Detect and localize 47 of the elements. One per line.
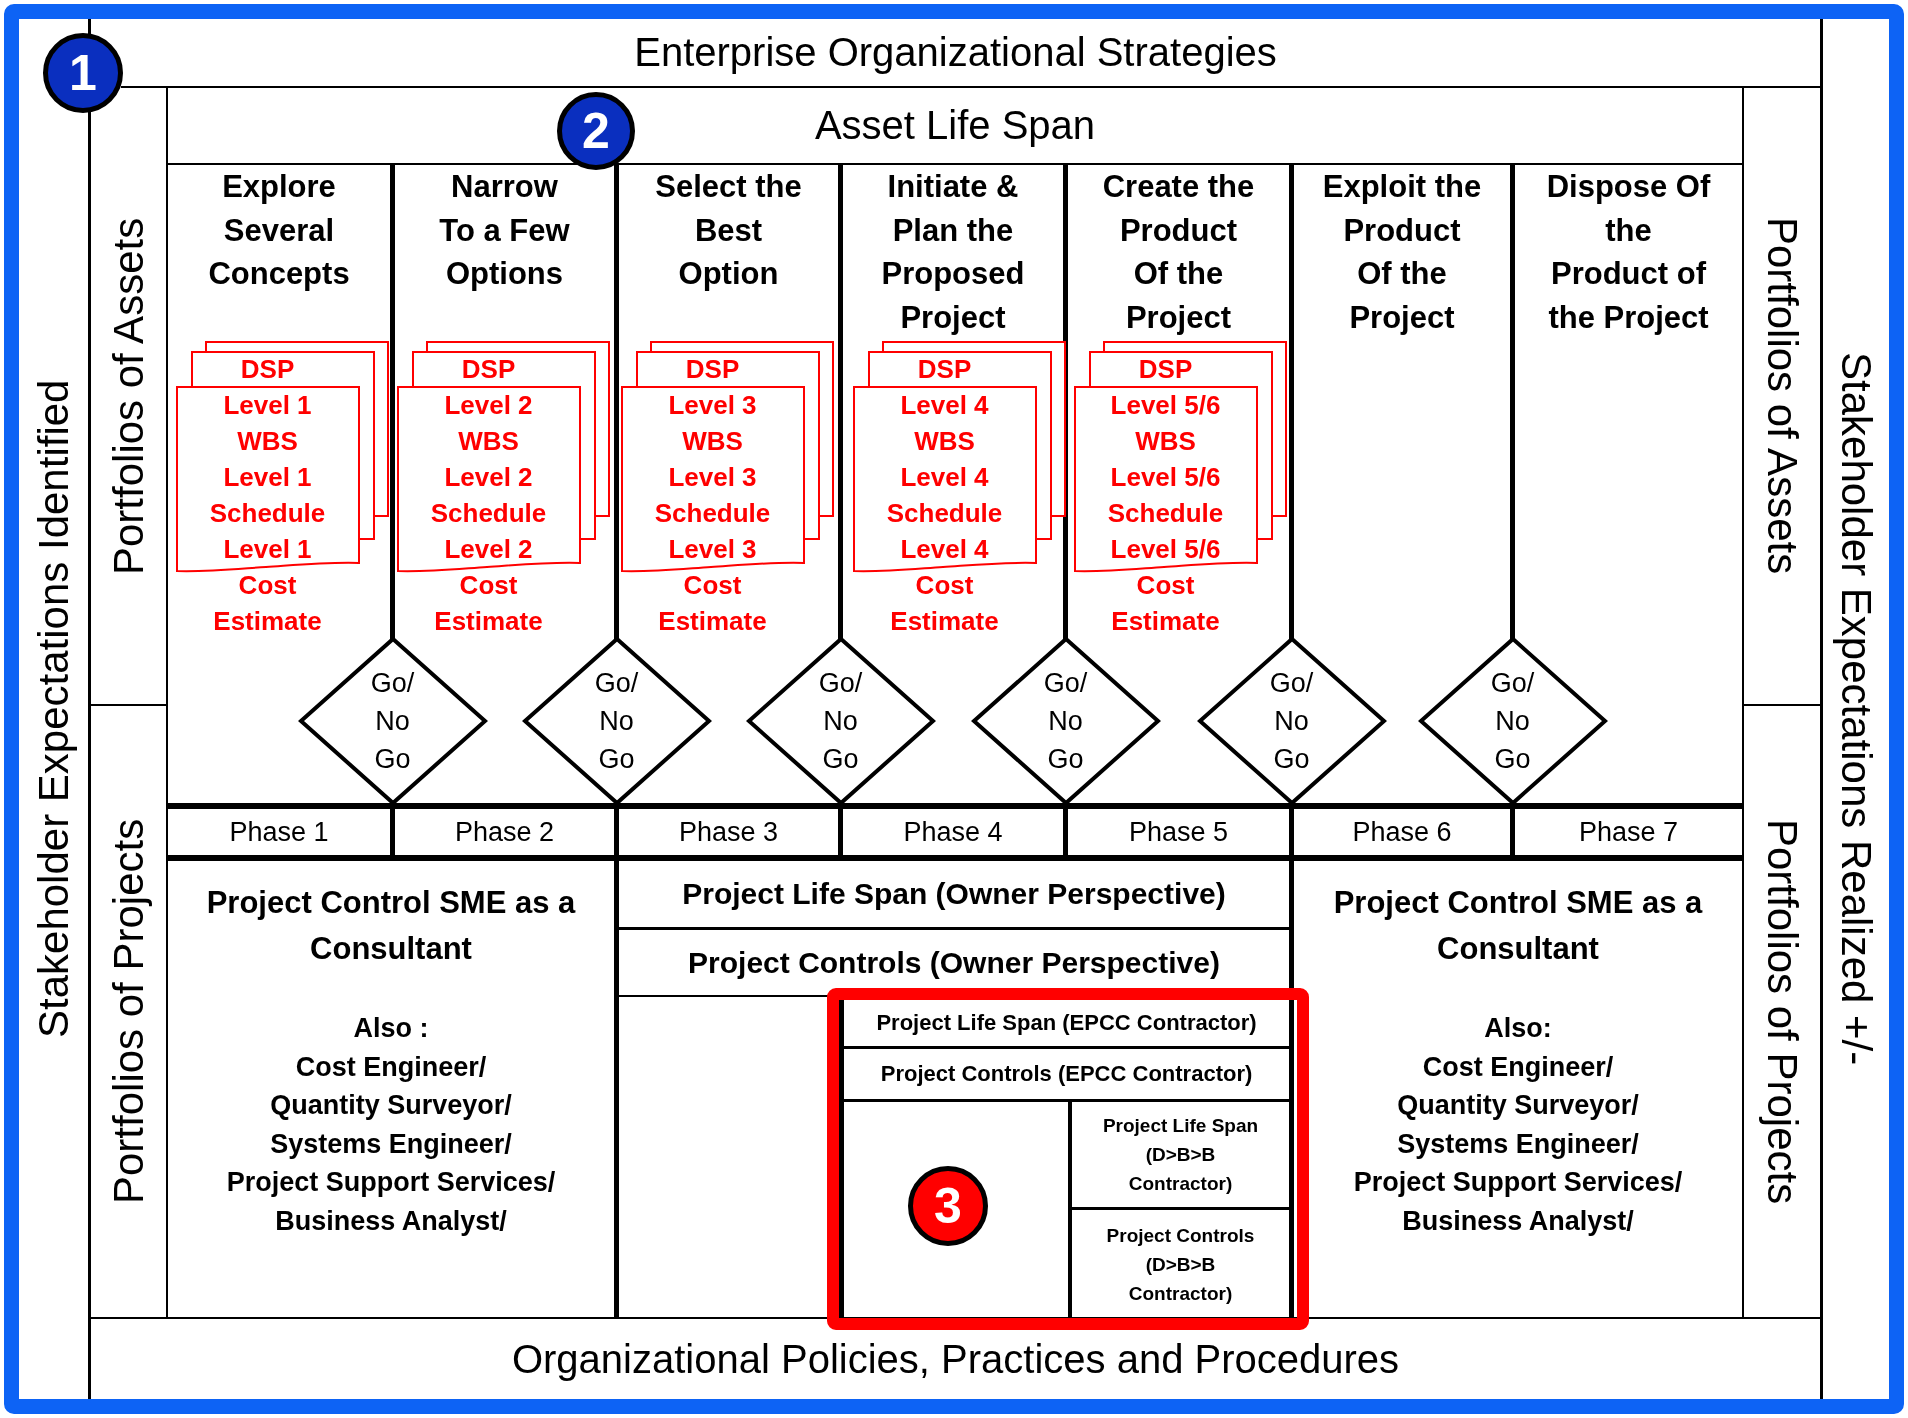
role-item: Project Support Services/ xyxy=(226,1166,556,1200)
side-band: Stakeholder Expectations Realized +/- xyxy=(1820,19,1889,1399)
decision-diamond: Go/ No Go xyxy=(297,636,488,806)
column-heading: Create the Product Of the Project xyxy=(1101,168,1256,337)
contract-box: Project Life Span (D>B>B Contractor) xyxy=(1068,1102,1294,1210)
role-item: Business Analyst/ xyxy=(1402,1204,1634,1238)
phase-cell: Phase 6 xyxy=(1294,803,1515,861)
callout-number: 1 xyxy=(43,33,123,113)
column-heading: Dispose Of the Product of the Project xyxy=(1545,168,1712,337)
role-item: Quantity Surveyor/ xyxy=(1397,1089,1639,1123)
contract-box: Project Controls (D>B>B Contractor) xyxy=(1068,1210,1294,1318)
phase-cell: Phase 2 xyxy=(395,803,619,861)
title-band: Organizational Policies, Practices and Procedures xyxy=(91,1317,1820,1399)
decision-diamond: Go/ No Go xyxy=(1196,636,1387,806)
panel-subheading: Also : xyxy=(353,1012,429,1045)
panel-heading: Project Control SME as a Consultant xyxy=(205,884,577,968)
decision-diamond: Go/ No Go xyxy=(745,636,936,806)
role-item: Systems Engineer/ xyxy=(270,1127,512,1161)
highlight-frame xyxy=(827,988,1309,1330)
column-heading: Explore Several Concepts xyxy=(207,168,351,293)
decision-diamond: Go/ No Go xyxy=(521,636,712,806)
span-bar: Project Life Span (Owner Perspective) xyxy=(619,861,1294,930)
column-heading: Initiate & Plan the Proposed Project xyxy=(880,168,1026,337)
phase-cell: Phase 3 xyxy=(619,803,843,861)
phase-cell: Phase 1 xyxy=(168,803,395,861)
role-item: Business Analyst/ xyxy=(275,1204,507,1238)
phase-cell: Phase 5 xyxy=(1068,803,1294,861)
phase-cell: Phase 7 xyxy=(1515,803,1744,861)
role-item: Systems Engineer/ xyxy=(1397,1127,1639,1161)
role-item: Quantity Surveyor/ xyxy=(270,1089,512,1123)
panel-subheading: Also: xyxy=(1484,1012,1552,1045)
portfolio-label: Portfolios of Assets xyxy=(1744,88,1820,706)
column-heading: Narrow To a Few Options xyxy=(438,168,571,293)
portfolio-label: Portfolios of Projects xyxy=(1744,706,1820,1317)
column-heading: Exploit the Product Of the Project xyxy=(1322,168,1482,337)
callout-number: 3 xyxy=(908,1166,988,1246)
decision-diamond: Go/ No Go xyxy=(1417,636,1608,806)
role-item: Cost Engineer/ xyxy=(1422,1050,1614,1084)
title-band: Enterprise Organizational Strategies xyxy=(121,19,1820,88)
role-item: Project Support Services/ xyxy=(1353,1166,1683,1200)
column-heading: Select the Best Option xyxy=(654,168,803,293)
span-bar: Project Controls (Owner Perspective) xyxy=(619,930,1294,997)
panel-heading: Project Control SME as a Consultant xyxy=(1332,884,1704,968)
portfolio-label: Portfolios of Projects xyxy=(91,706,168,1317)
decision-diamond: Go/ No Go xyxy=(970,636,1161,806)
phase-cell: Phase 4 xyxy=(843,803,1068,861)
role-item: Cost Engineer/ xyxy=(295,1050,487,1084)
